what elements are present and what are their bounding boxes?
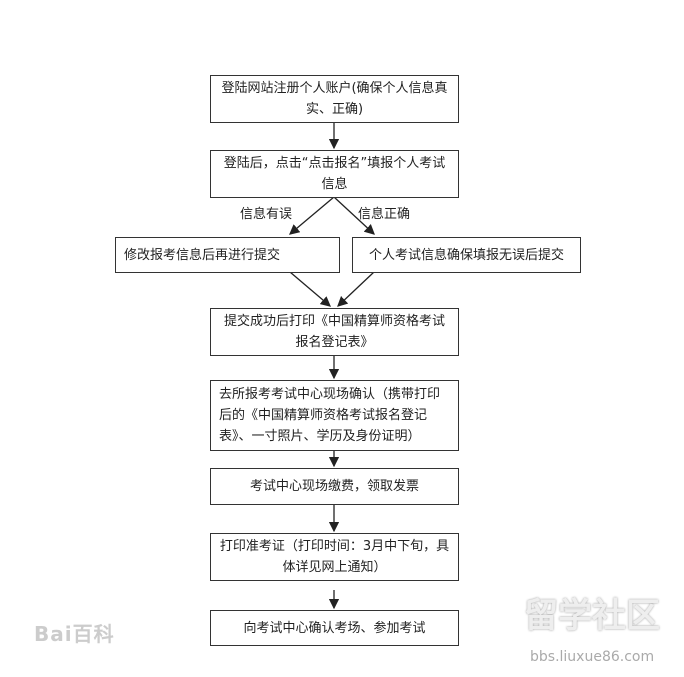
arrow-confirm-to-print <box>337 271 375 307</box>
arrow-to-confirm-submit <box>333 196 375 235</box>
step-register: 登陆网站注册个人账户(确保个人信息真实、正确) <box>210 75 459 123</box>
baidu-watermark: Bai百科 <box>34 622 115 646</box>
branch-label-right: 信息正确 <box>358 207 411 222</box>
step-onsite-confirm: 去所报考考试中心现场确认（携带打印后的《中国精算师资格考试报名登记表》、一寸照片… <box>210 380 459 451</box>
step-print-ticket: 打印准考证（打印时间：3月中下旬，具体详见网上通知） <box>210 533 459 581</box>
site-watermark-url: bbs.liuxue86.com <box>530 649 655 665</box>
step-modify: 修改报考信息后再进行提交 <box>115 237 340 273</box>
site-watermark-name: 留学社区 <box>524 596 660 636</box>
step-pay-fee: 考试中心现场缴费，领取发票 <box>210 468 459 505</box>
branch-label-wrong: 信息有误 <box>240 207 293 222</box>
arrow-to-modify <box>289 196 335 235</box>
step-fill-info: 登陆后，点击“点击报名”填报个人考试信息 <box>210 150 459 198</box>
arrow-modify-to-print <box>289 271 331 307</box>
step-confirm-submit: 个人考试信息确保填报无误后提交 <box>352 237 581 273</box>
step-print-form: 提交成功后打印《中国精算师资格考试报名登记表》 <box>210 308 459 356</box>
step-take-exam: 向考试中心确认考场、参加考试 <box>210 610 459 646</box>
